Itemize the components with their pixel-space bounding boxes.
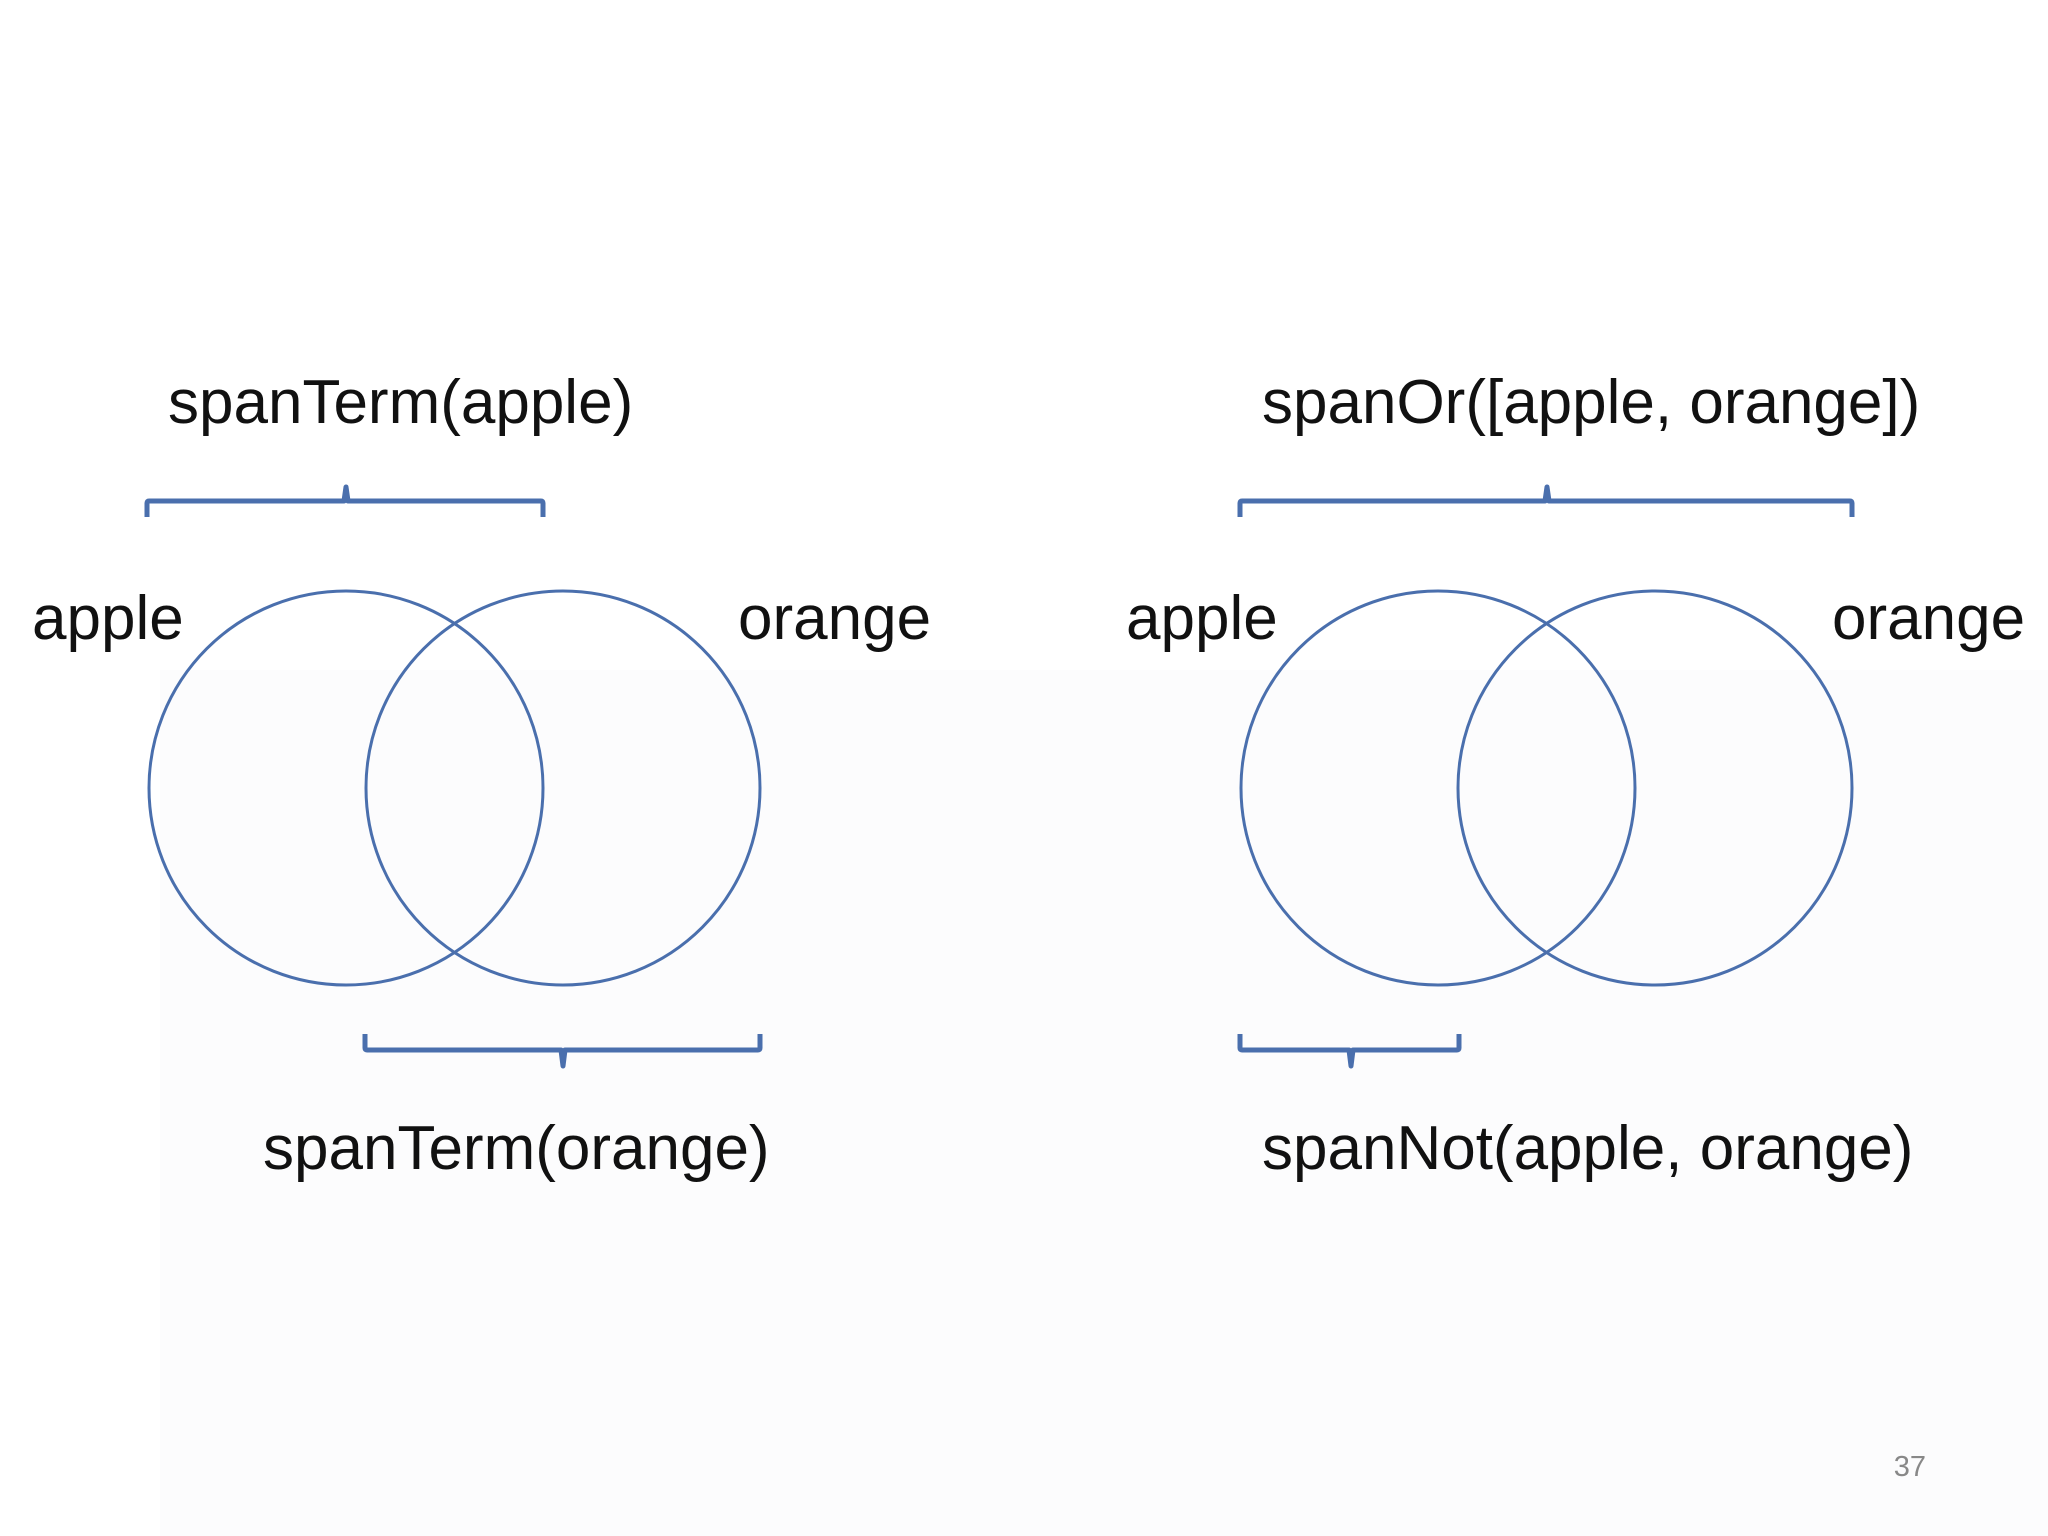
right-bottom-brace — [1237, 1034, 1462, 1069]
left-top-brace — [144, 484, 546, 517]
left-orange-label: orange — [738, 584, 932, 653]
left-bottom-brace — [362, 1034, 763, 1069]
right-bottom-label: spanNot(apple, orange) — [1262, 1114, 1914, 1183]
right-apple-label: apple — [1126, 584, 1278, 653]
right-top-label: spanOr([apple, orange]) — [1262, 368, 1921, 437]
page-number: 37 — [1893, 1451, 1926, 1483]
left-apple-label: apple — [32, 584, 184, 653]
left-apple-circle — [147, 589, 545, 987]
right-top-brace — [1237, 484, 1855, 517]
left-bottom-label: spanTerm(orange) — [263, 1114, 770, 1183]
left-orange-circle — [364, 589, 762, 987]
slide-background-panel — [160, 670, 2048, 1536]
left-top-label: spanTerm(apple) — [168, 368, 634, 437]
right-orange-circle — [1456, 589, 1854, 987]
right-orange-label: orange — [1832, 584, 2026, 653]
right-apple-circle — [1239, 589, 1637, 987]
